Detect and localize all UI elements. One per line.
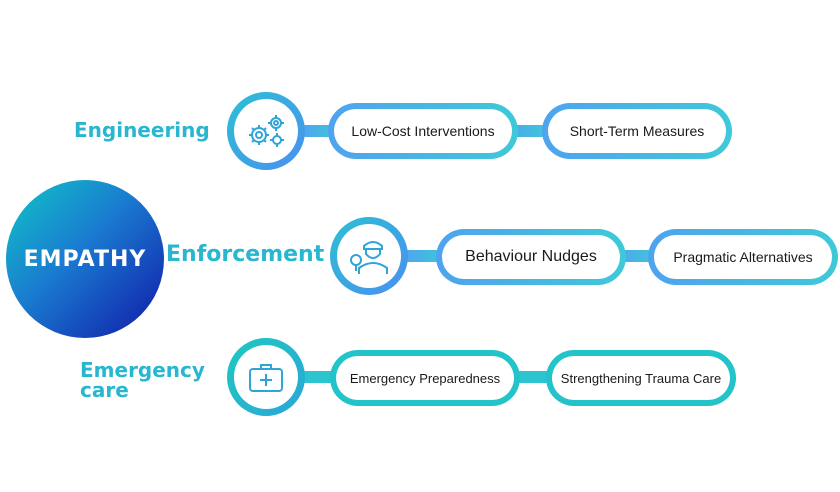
row-label-enforcement: Enforcement (166, 242, 325, 267)
pill-short-term-measures: Short-Term Measures (542, 103, 732, 159)
pill-label: Behaviour Nudges (442, 235, 620, 279)
pill-behaviour-nudges: Behaviour Nudges (436, 229, 626, 285)
empathy-label: EMPATHY (23, 246, 147, 272)
gears-icon (249, 115, 284, 147)
pill-emergency-preparedness: Emergency Preparedness (330, 350, 520, 406)
pill-label: Pragmatic Alternatives (654, 235, 832, 279)
row-label-engineering: Engineering (74, 118, 210, 142)
icon-ring-emergency-care (227, 338, 305, 416)
pill-pragmatic-alternatives: Pragmatic Alternatives (648, 229, 838, 285)
empathy-circle: EMPATHY (6, 180, 164, 338)
icon-ring-engineering (227, 92, 305, 170)
pill-strengthening-trauma-care: Strengthening Trauma Care (546, 350, 736, 406)
pill-label: Strengthening Trauma Care (552, 356, 730, 400)
pill-label: Emergency Preparedness (336, 356, 514, 400)
pill-label: Short-Term Measures (548, 109, 726, 153)
row-label-line: care (80, 378, 129, 402)
pill-label: Low-Cost Interventions (334, 109, 512, 153)
first-aid-kit-icon (249, 364, 283, 392)
traffic-officer-icon (350, 241, 388, 274)
pill-low-cost-interventions: Low-Cost Interventions (328, 103, 518, 159)
row-label-line: Emergency (80, 358, 205, 382)
row-label-emergency-care: Emergency care (80, 360, 205, 400)
icon-ring-enforcement (330, 217, 408, 295)
